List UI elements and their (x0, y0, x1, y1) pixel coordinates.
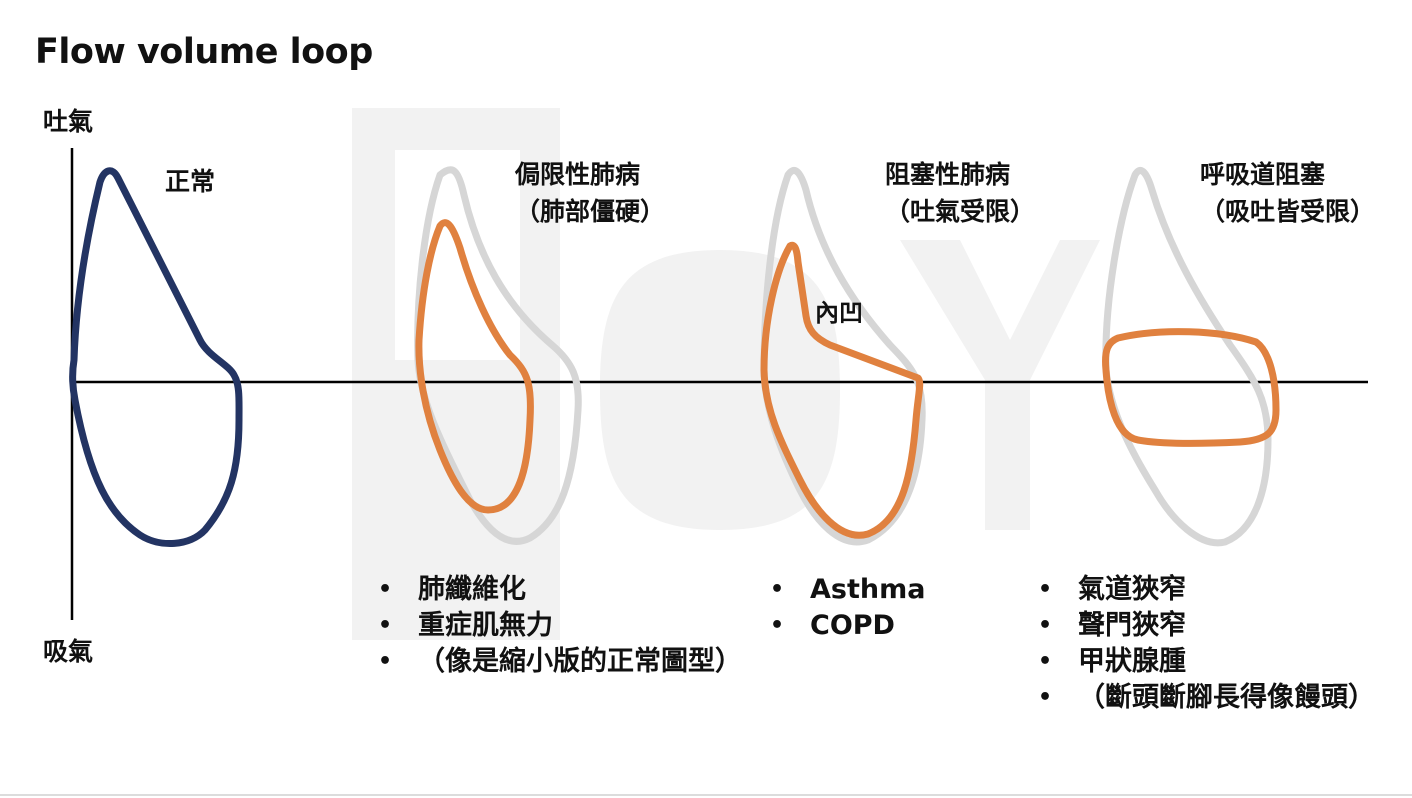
list-item: COPD (770, 608, 925, 644)
bottom-divider (0, 794, 1412, 796)
restrictive-examples-list: 肺纖維化 重症肌無力 （像是縮小版的正常圖型） (378, 572, 742, 680)
airway-heading: 呼吸道阻塞 (1200, 160, 1326, 189)
watermark-letter-b (352, 108, 560, 640)
y-axis-bottom-label: 吸氣 (43, 637, 94, 666)
list-item: 聲門狹窄 (1038, 608, 1375, 644)
restrictive-heading: 侷限性肺病 (515, 160, 641, 189)
normal-loop (69, 167, 243, 548)
obstructive-subheading: （吐氣受限） (885, 197, 1036, 226)
airway-subheading: （吸吐皆受限） (1200, 197, 1376, 226)
list-item: 重症肌無力 (378, 608, 742, 644)
list-item: （像是縮小版的正常圖型） (378, 644, 742, 680)
watermark-letter-o (600, 250, 840, 530)
list-item: 肺纖維化 (378, 572, 742, 608)
list-item: Asthma (770, 572, 925, 608)
watermark-logo (352, 108, 1100, 640)
watermark-letter-y (900, 240, 1100, 530)
restrictive-subheading: （肺部僵硬） (515, 197, 666, 226)
airway-obstruction-loop (1102, 328, 1280, 447)
y-axis-top-label: 吐氣 (43, 107, 94, 136)
obstructive-heading: 阻塞性肺病 (885, 160, 1011, 189)
obstructive-loop (760, 241, 924, 539)
airway-examples-list: 氣道狹窄 聲門狹窄 甲狀腺腫 （斷頭斷腳長得像饅頭） (1038, 572, 1375, 716)
list-item: 氣道狹窄 (1038, 572, 1375, 608)
list-item: 甲狀腺腫 (1038, 644, 1375, 680)
page-title: Flow volume loop (35, 32, 373, 72)
list-item: （斷頭斷腳長得像饅頭） (1038, 680, 1375, 716)
obstructive-examples-list: Asthma COPD (770, 572, 925, 644)
normal-label: 正常 (165, 167, 216, 196)
restrictive-loop (415, 219, 534, 514)
concave-annotation: 內凹 (815, 299, 863, 327)
